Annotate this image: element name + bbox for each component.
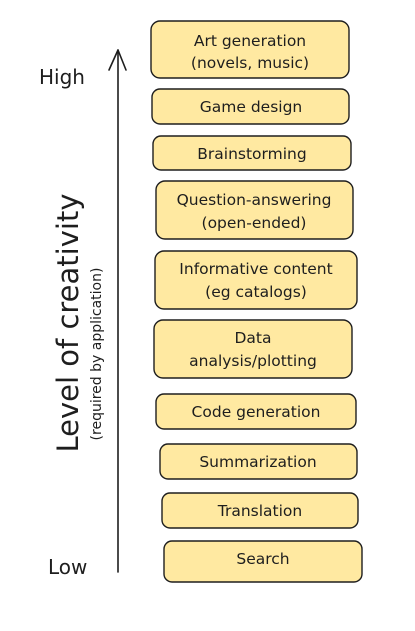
application-box-informative-content: Informative content (eg catalogs) [154,250,358,310]
application-label: Code generation [192,403,321,421]
application-label: Game design [200,98,303,116]
axis-arrowhead [108,49,127,71]
application-label: (open-ended) [202,214,307,232]
application-label: Brainstorming [197,145,306,163]
application-label: (eg catalogs) [205,283,307,301]
application-label: (novels, music) [191,54,309,72]
application-label: Summarization [199,453,316,471]
application-box-summarization: Summarization [159,443,358,480]
low-label: Low [48,555,87,579]
application-box-question-answering: Question-answering (open-ended) [155,180,354,240]
application-label: Art generation [194,32,306,50]
application-label: Question-answering [177,191,332,209]
creativity-axis [108,49,127,573]
application-box-data-analysis: Data analysis/plotting [153,319,353,379]
application-label: Translation [217,502,302,520]
application-label: analysis/plotting [189,352,317,370]
application-box-search: Search [163,540,363,583]
axis-subtitle: (required by application) [89,268,105,441]
axis-title: Level of creativity [51,194,85,453]
application-box-brainstorming: Brainstorming [152,135,352,171]
application-label: Data [234,329,271,347]
application-box-game-design: Game design [151,88,350,125]
application-label: Search [236,550,289,568]
application-box-code-generation: Code generation [155,393,357,430]
high-label: High [39,65,85,89]
application-label: Informative content [179,260,332,278]
application-box-art-generation: Art generation (novels, music) [150,20,350,79]
application-box-translation: Translation [161,492,359,529]
